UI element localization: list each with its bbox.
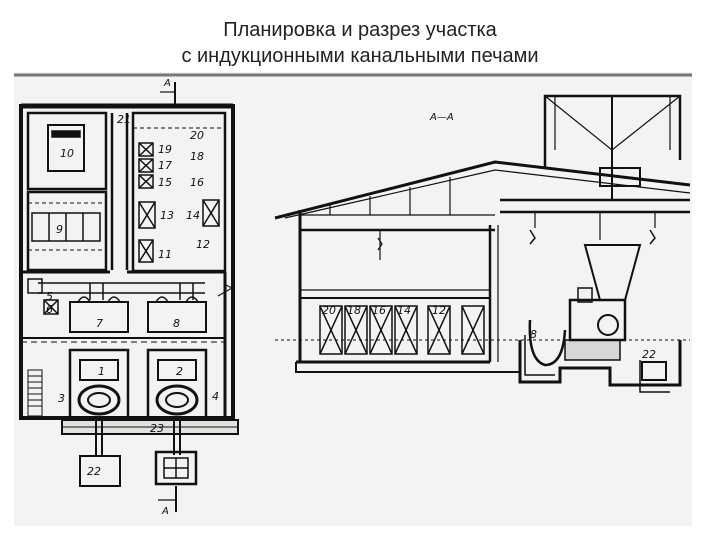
section-cabinets xyxy=(319,305,485,355)
label-4: 4 xyxy=(212,390,219,403)
label-17: 17 xyxy=(158,159,172,172)
furnace-2 xyxy=(146,348,208,420)
label-5: 5 xyxy=(46,290,53,303)
label-23: 23 xyxy=(150,422,164,435)
section-label-14: 14 xyxy=(397,304,411,317)
equipment-10 xyxy=(47,124,85,172)
room-switchgear xyxy=(131,111,227,273)
label-21: 21 xyxy=(117,113,131,126)
label-10: 10 xyxy=(60,147,74,160)
room-10 xyxy=(26,111,108,191)
slide-title-line-1: Планировка и разрез участка xyxy=(223,19,497,41)
label-16: 16 xyxy=(190,176,204,189)
ladle-cart xyxy=(154,450,198,486)
pit xyxy=(518,340,682,387)
section-label-22: 22 xyxy=(642,348,656,361)
label-14: 14 xyxy=(186,209,200,222)
ladle-22 xyxy=(79,455,121,487)
label-12: 12 xyxy=(196,238,210,251)
label-22: 22 xyxy=(87,465,101,478)
label-1: 1 xyxy=(98,365,105,378)
section-title: А—А xyxy=(429,112,454,123)
label-8: 8 xyxy=(173,317,180,330)
building-section xyxy=(274,94,691,393)
room-9 xyxy=(26,190,108,272)
section-label-16: 16 xyxy=(372,304,386,317)
label-20: 20 xyxy=(190,129,204,142)
section-label-8: 8 xyxy=(530,328,537,341)
label-18: 18 xyxy=(190,150,204,163)
busbar-run xyxy=(38,282,205,294)
label-13: 13 xyxy=(160,209,174,222)
label-6: 6 xyxy=(46,303,53,316)
furnace-1 xyxy=(68,348,130,420)
plan-labels: 10 9 21 20 19 18 17 15 16 13 14 11 12 5 … xyxy=(46,78,219,517)
section-labels: А—А 20 18 16 14 12 8 22 xyxy=(322,112,656,361)
label-7: 7 xyxy=(96,317,103,330)
floor-plan xyxy=(19,82,239,512)
cabinet-column-right xyxy=(202,199,220,227)
unit-6 xyxy=(43,299,59,315)
label-11: 11 xyxy=(158,248,172,261)
roof-line xyxy=(274,160,691,220)
label-2: 2 xyxy=(176,365,183,378)
section-mark-bottom: A xyxy=(161,506,169,517)
section-mark-top: A xyxy=(163,78,171,89)
label-15: 15 xyxy=(158,176,172,189)
section-label-20: 20 xyxy=(322,304,336,317)
cabinet-column-left xyxy=(138,142,156,263)
furnace-section xyxy=(583,244,642,301)
stair xyxy=(27,369,43,417)
label-19: 19 xyxy=(158,143,172,156)
section-label-12: 12 xyxy=(432,304,446,317)
label-9: 9 xyxy=(56,223,63,236)
crane-beam-right xyxy=(500,198,690,214)
hook-left xyxy=(377,230,383,260)
label-3: 3 xyxy=(58,392,65,405)
section-label-18: 18 xyxy=(347,304,361,317)
transformer-8 xyxy=(147,301,207,333)
ladle-curve xyxy=(528,319,567,367)
slide-title-line-2: с индукционными канальными печами xyxy=(181,45,539,67)
transformer-7 xyxy=(69,301,129,333)
